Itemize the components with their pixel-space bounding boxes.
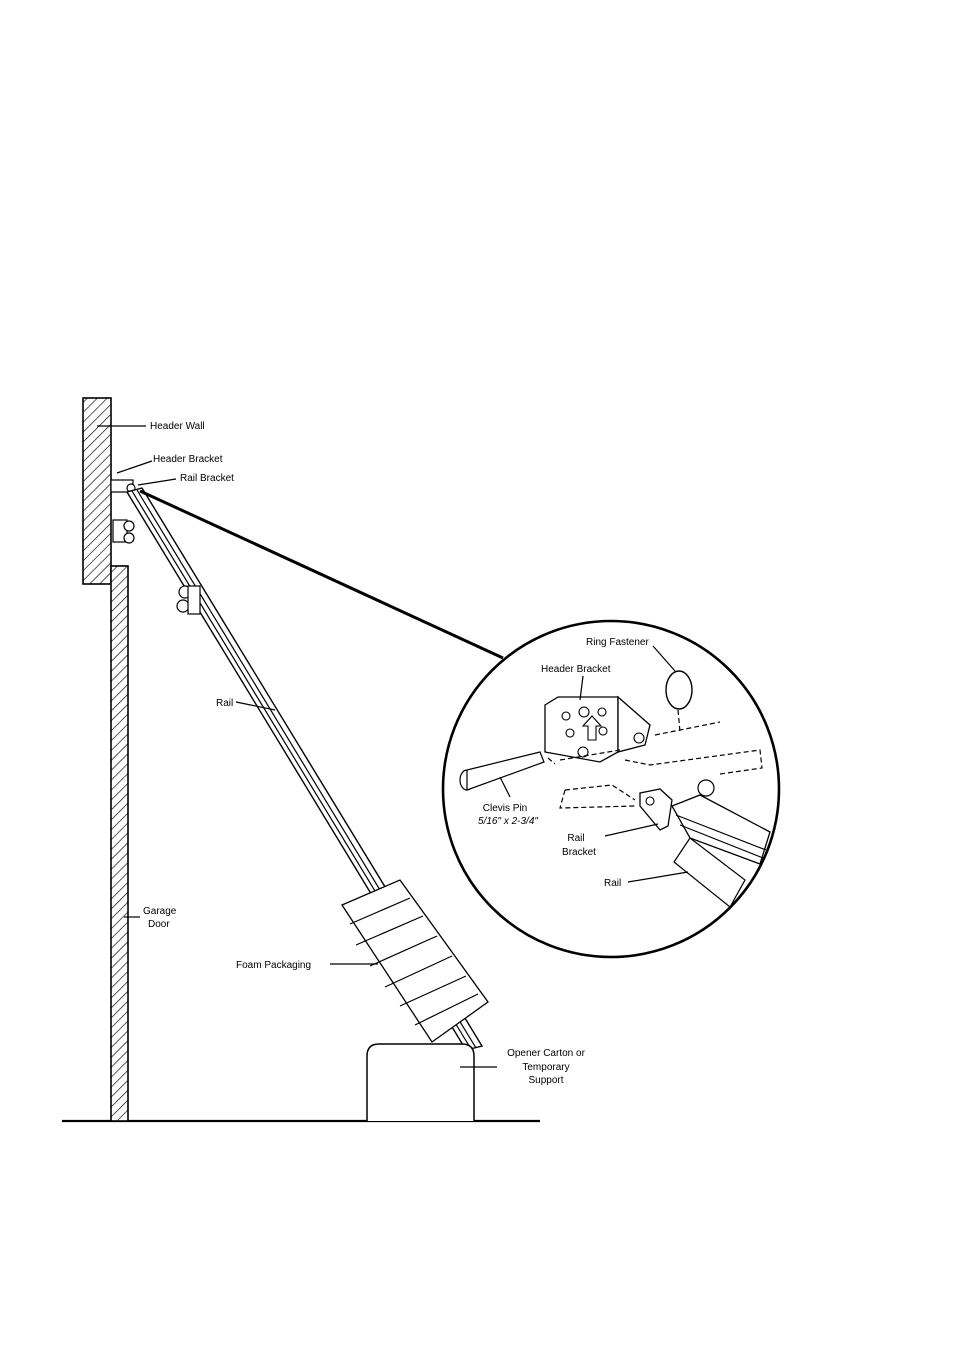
label-rail-bracket: Rail Bracket	[180, 473, 234, 484]
label-rail: Rail	[216, 698, 233, 709]
label-header-bracket: Header Bracket	[153, 454, 223, 465]
opener-carton	[367, 1044, 474, 1121]
label-garage-door-2: Door	[148, 919, 170, 930]
label-opener-1: Opener Carton or	[507, 1048, 585, 1059]
label-detail-header-bracket: Header Bracket	[541, 664, 611, 675]
label-opener-3: Support	[528, 1075, 563, 1086]
label-detail-rail-bracket-1: Rail	[567, 833, 584, 844]
label-detail-rail: Rail	[604, 878, 621, 889]
garage-door	[111, 566, 128, 1121]
rail-clip-part	[177, 586, 200, 614]
label-clevis-pin-1: Clevis Pin	[483, 803, 527, 814]
label-clevis-pin-2: 5/16" x 2-3/4"	[478, 816, 538, 827]
door-bracket-part	[113, 520, 134, 543]
label-opener-2: Temporary	[522, 1062, 569, 1073]
foam-packaging	[342, 880, 488, 1042]
label-foam-packaging: Foam Packaging	[236, 960, 311, 971]
label-garage-door-1: Garage	[143, 906, 177, 917]
label-header-wall: Header Wall	[150, 421, 205, 432]
label-ring-fastener: Ring Fastener	[586, 637, 649, 648]
label-detail-rail-bracket-2: Bracket	[562, 847, 596, 858]
detail-ring-fastener	[666, 671, 692, 709]
